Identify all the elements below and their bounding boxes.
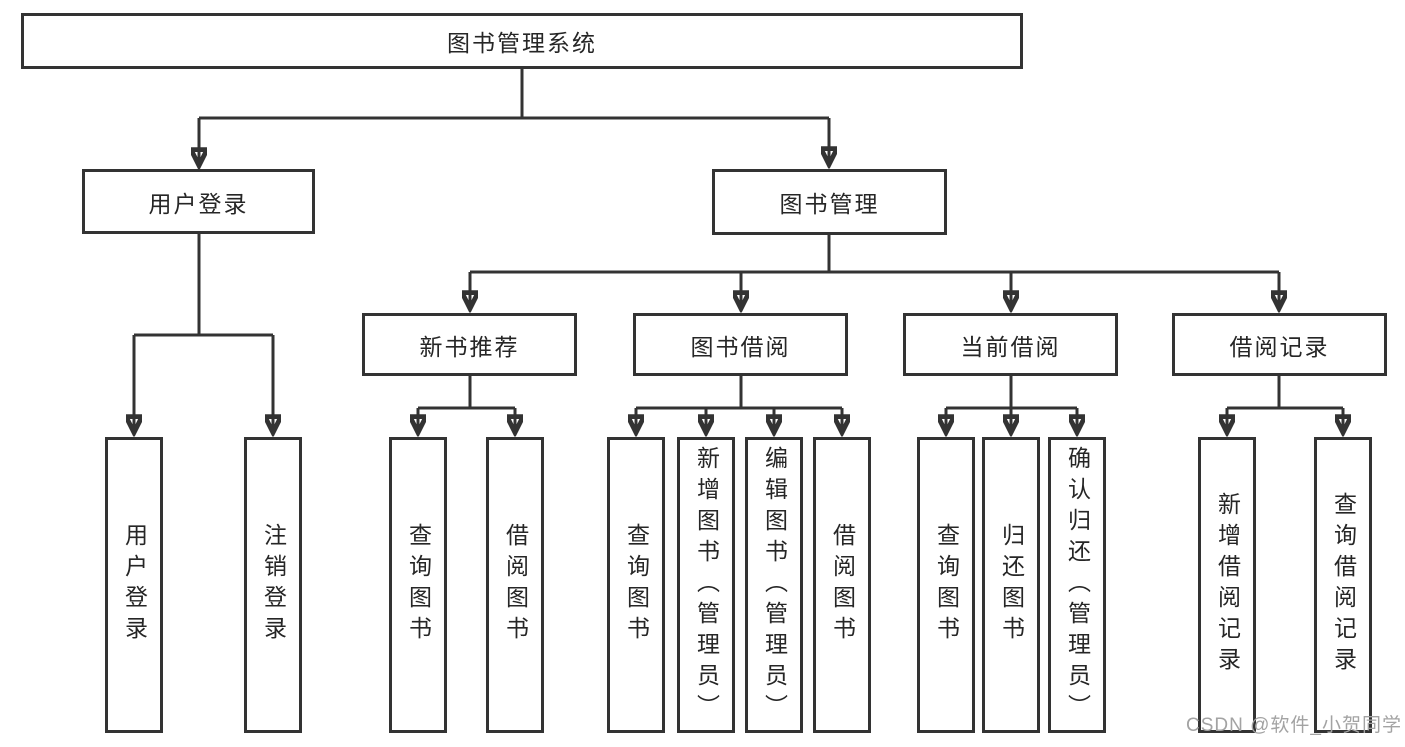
node-label: 查询图书 — [405, 523, 432, 647]
leaf-add-books-admin: 新增图书（管理员） — [677, 437, 735, 733]
node-new-book-recommend: 新书推荐 — [362, 313, 577, 376]
node-label: 查询图书 — [623, 523, 650, 647]
node-label: 当前借阅 — [960, 333, 1061, 360]
leaf-query-books-current: 查询图书 — [917, 437, 975, 733]
leaf-query-books-recommend: 查询图书 — [389, 437, 447, 733]
node-borrow-records: 借阅记录 — [1172, 313, 1387, 376]
leaf-add-borrow-record: 新增借阅记录 — [1198, 437, 1256, 733]
node-label: 借阅图书 — [829, 523, 856, 647]
leaf-return-books: 归还图书 — [982, 437, 1040, 733]
node-label: 图书管理系统 — [447, 30, 597, 56]
node-label: 用户登录 — [121, 523, 148, 647]
node-label: 注销登录 — [260, 523, 287, 647]
leaf-query-books-borrow: 查询图书 — [607, 437, 665, 733]
leaf-edit-books-admin: 编辑图书（管理员） — [745, 437, 803, 733]
node-label: 图书借阅 — [690, 333, 791, 360]
csdn-watermark: CSDN @软件_小贺同学 — [1186, 715, 1402, 736]
leaf-borrow-books-recommend: 借阅图书 — [486, 437, 544, 733]
node-book-management: 图书管理 — [712, 169, 947, 235]
leaf-confirm-return-admin: 确认归还（管理员） — [1048, 437, 1106, 733]
leaf-logout: 注销登录 — [244, 437, 302, 733]
node-book-borrow: 图书借阅 — [633, 313, 848, 376]
node-label: 归还图书 — [998, 523, 1025, 647]
node-label: 查询借阅记录 — [1330, 492, 1357, 678]
node-label: 编辑图书（管理员） — [761, 445, 788, 725]
node-label: 图书管理 — [779, 191, 880, 217]
node-label: 借阅图书 — [502, 523, 529, 647]
node-label: 新增图书（管理员） — [693, 445, 720, 725]
node-current-borrow: 当前借阅 — [903, 313, 1118, 376]
node-label: 查询图书 — [933, 523, 960, 647]
node-label: 新增借阅记录 — [1214, 492, 1241, 678]
node-label: 借阅记录 — [1229, 333, 1330, 360]
leaf-query-borrow-record: 查询借阅记录 — [1314, 437, 1372, 733]
node-library-management-system: 图书管理系统 — [21, 13, 1023, 69]
node-user-login: 用户登录 — [82, 169, 315, 234]
node-label: 用户登录 — [148, 190, 249, 217]
leaf-borrow-books: 借阅图书 — [813, 437, 871, 733]
node-label: 确认归还（管理员） — [1064, 445, 1091, 725]
node-label: 新书推荐 — [419, 333, 520, 360]
leaf-user-login: 用户登录 — [105, 437, 163, 733]
